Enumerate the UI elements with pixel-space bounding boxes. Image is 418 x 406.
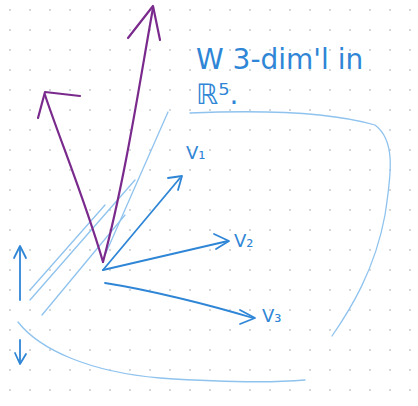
purple-vectors	[38, 6, 160, 262]
plane-outline	[18, 112, 390, 382]
vector-label: V₃	[262, 305, 282, 328]
basis-vectors	[14, 176, 255, 364]
vector-label: V₂	[234, 230, 254, 253]
subspace-label: W 3-dim'l in ℝ⁵.	[196, 42, 366, 112]
vector-label: V₁	[186, 142, 206, 165]
